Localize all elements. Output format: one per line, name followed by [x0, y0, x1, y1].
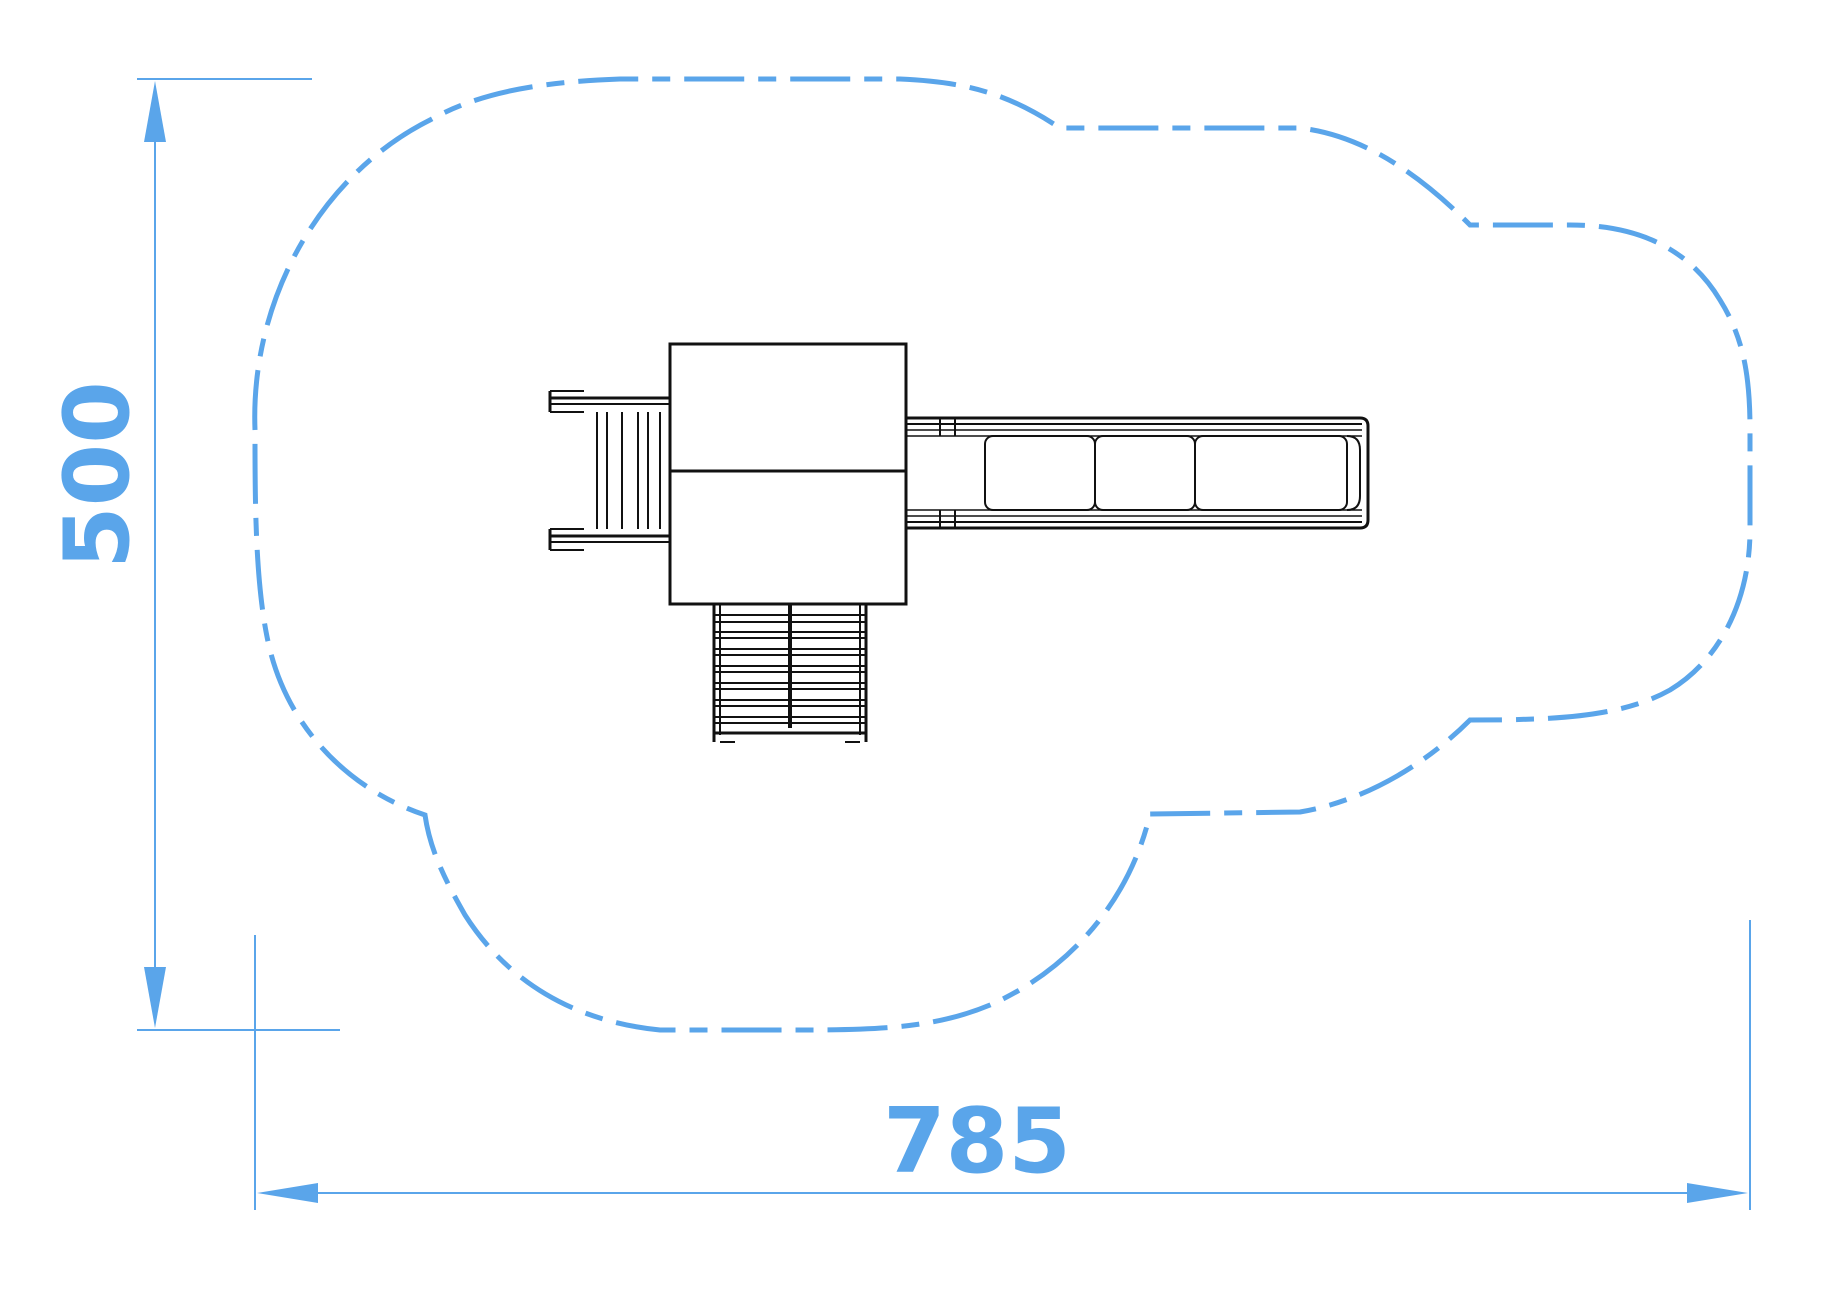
- step-stairs: [712, 604, 868, 743]
- height-label: 500: [45, 381, 150, 569]
- width-dimension: 785: [254, 920, 1751, 1210]
- height-arrow-top: [144, 81, 166, 142]
- safety-zone-boundary: [252, 76, 1753, 1033]
- climbing-ladder: [548, 390, 670, 551]
- width-arrow-left: [257, 1183, 318, 1203]
- tower-platform: [668, 342, 908, 606]
- height-arrow-bottom: [144, 967, 166, 1028]
- slide: [906, 416, 1370, 530]
- height-dimension: 500: [45, 78, 340, 1031]
- width-label: 785: [883, 1089, 1071, 1194]
- width-arrow-right: [1687, 1183, 1748, 1203]
